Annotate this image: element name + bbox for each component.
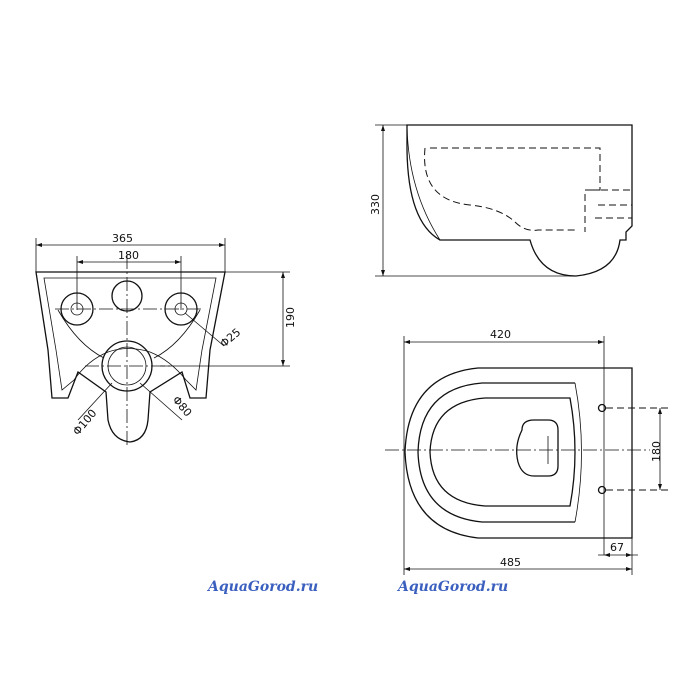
dim-height-side: 330 — [369, 194, 382, 215]
dim-bolt-spacing: 180 — [650, 441, 663, 462]
side-view: 330 — [369, 124, 633, 277]
watermark-left: AquaGorod.ru — [206, 579, 318, 595]
front-view: 365 180 190 Φ25 — [35, 232, 297, 445]
dim-width-inner: 180 — [118, 249, 139, 262]
dim-width-total: 365 — [112, 232, 133, 245]
dim-height-front: 190 — [284, 307, 297, 328]
dim-offset: 67 — [610, 541, 624, 554]
watermark-right: AquaGorod.ru — [396, 579, 508, 595]
top-view: 420 180 67 485 — [385, 328, 668, 575]
dim-dia-small: Φ25 — [218, 326, 244, 351]
dim-width-bottom: 485 — [500, 556, 521, 569]
dim-dia-large: Φ100 — [70, 407, 99, 438]
dim-width-top: 420 — [490, 328, 511, 341]
